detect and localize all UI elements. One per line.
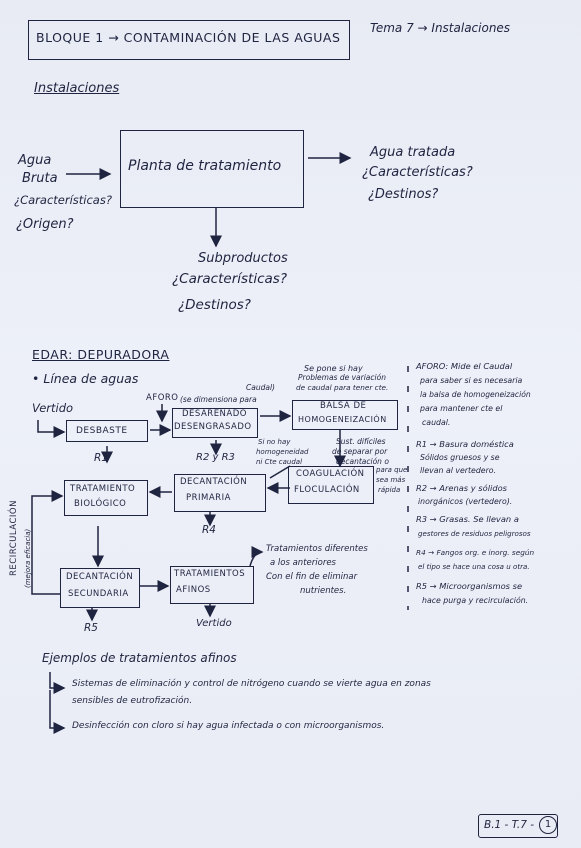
- r5-label: R5: [84, 622, 98, 634]
- decantacion-primaria-label-2: PRIMARIA: [186, 493, 231, 503]
- r4-label: R4: [202, 524, 216, 536]
- linea-aguas-label: • Línea de aguas: [32, 371, 139, 386]
- caracteristicas-sub: ¿Características?: [172, 271, 287, 287]
- note-line: R3 → Grasas. Se llevan a: [416, 514, 519, 524]
- tratamientos-afinos-box: [170, 566, 254, 604]
- tratamiento-biologico-label-2: BIOLÓGICO: [74, 499, 127, 509]
- note-line: R1 → Basura doméstica: [416, 439, 514, 449]
- mejora-eficacia-label: (mejora eficacia): [24, 528, 32, 588]
- trat-dif-1: Tratamientos diferentes: [266, 544, 368, 554]
- r2r3-label: R2 y R3: [196, 452, 235, 463]
- section-instalaciones-title: Instalaciones: [34, 81, 120, 96]
- tema-title: Tema 7 → Instalaciones: [370, 21, 511, 35]
- note-line: para mantener cte el: [420, 404, 503, 413]
- trat-dif-2: a los anteriores: [270, 558, 336, 568]
- decantacion-secundaria-label-1: DECANTACIÓN: [66, 572, 134, 582]
- sust-3: decantación o: [336, 457, 389, 466]
- caudal-label: Caudal): [246, 383, 275, 392]
- caracteristicas-right: ¿Características?: [362, 165, 473, 180]
- planta-box: [120, 130, 304, 208]
- si-no-3: ni Cte caudal: [256, 458, 303, 466]
- page-ref: B.1 - T.7 -: [484, 819, 534, 831]
- note-line: hace purga y recirculación.: [422, 596, 529, 605]
- desbaste-label: DESBASTE: [76, 426, 128, 436]
- origen-label: ¿Origen?: [16, 217, 74, 232]
- decantacion-primaria-label-1: DECANTACIÓN: [180, 477, 248, 487]
- si-no-1: Si no hay: [258, 438, 291, 446]
- example-1-line-1: Sistemas de eliminación y control de nit…: [72, 679, 431, 689]
- agua-bruta-label-1: Agua: [18, 153, 52, 168]
- si-no-2: homogeneidad: [256, 448, 309, 456]
- decantacion-secundaria-label-2: SECUNDARIA: [68, 589, 129, 599]
- header-title-box: [28, 20, 350, 60]
- caracteristicas-left: ¿Características?: [14, 193, 112, 207]
- agua-tratada-label: Agua tratada: [370, 145, 456, 160]
- example-2-line: Desinfección con cloro si hay agua infec…: [72, 721, 385, 731]
- trat-dif-3: Con el fin de eliminar: [266, 572, 358, 582]
- desbaste-box: [66, 420, 148, 442]
- bloque-title: BLOQUE 1 → CONTAMINACIÓN DE LAS AGUAS: [36, 30, 341, 45]
- examples-title: Ejemplos de tratamientos afinos: [42, 651, 237, 665]
- note-line: R2 → Arenas y sólidos: [416, 483, 507, 493]
- note-line: el tipo se hace una cosa u otra.: [418, 562, 530, 571]
- se-pone-2: Problemas de variación: [298, 373, 386, 382]
- example-1-line-2: sensibles de eutrofización.: [72, 696, 193, 706]
- tratamiento-biologico-label-1: TRATAMIENTO: [70, 484, 136, 494]
- coagulacion-label-2: FLOCULACIÓN: [294, 485, 360, 495]
- note-line: AFORO: Mide el Caudal: [416, 361, 513, 371]
- linea-aguas-text: Línea de aguas: [43, 371, 139, 386]
- agua-bruta-label-2: Bruta: [22, 171, 58, 186]
- note-line: llevan al vertedero.: [420, 466, 497, 475]
- recirculacion-label: RECIRCULACIÓN: [9, 500, 19, 576]
- para-que-2: sea más: [376, 476, 406, 484]
- sust-2: de separar por: [332, 447, 388, 456]
- tratamientos-afinos-label-1: TRATAMIENTOS: [174, 569, 246, 579]
- balsa-label-1: BALSA DE: [320, 401, 367, 411]
- balsa-label-2: HOMOGENEIZACIÓN: [298, 415, 387, 424]
- se-pone-1: Se pone si hay: [304, 364, 363, 373]
- para-que-3: rápida: [378, 486, 401, 494]
- r1-label: R1: [94, 452, 108, 464]
- planta-label: Planta de tratamiento: [128, 158, 282, 174]
- coagulacion-label-1: COAGULACIÓN: [296, 469, 365, 479]
- decantacion-secundaria-box: [60, 568, 140, 608]
- desarenado-box: [172, 408, 258, 438]
- balsa-box: [292, 400, 398, 430]
- para-que-1: para que: [376, 466, 408, 474]
- coagulacion-box: [288, 466, 374, 504]
- trat-dif-4: nutrientes.: [300, 586, 347, 596]
- subproductos-label: Subproductos: [198, 251, 288, 266]
- section-edar-title: EDAR: DEPURADORA: [32, 347, 170, 362]
- vertido-out-label: Vertido: [196, 618, 232, 629]
- note-line: para saber si es necesaria: [420, 376, 523, 385]
- decantacion-primaria-box: [174, 474, 266, 512]
- desarenado-label-2: DESENGRASADO: [174, 422, 252, 432]
- note-line: R4 → Fangos org. e inorg. según: [416, 548, 535, 557]
- note-line: R5 → Microorganismos se: [416, 581, 523, 591]
- aforo-label: AFORO: [146, 393, 179, 403]
- sust-1: Sust. difíciles: [336, 437, 386, 446]
- page-number-badge: 1: [539, 816, 557, 834]
- desarenado-label-1: DESARENADO: [182, 409, 247, 419]
- page-ref-box: [478, 814, 558, 838]
- note-line: gestores de residuos peligrosos: [418, 529, 531, 538]
- vertido-in-label: Vertido: [32, 401, 74, 415]
- note-line: caudal.: [422, 418, 451, 427]
- note-line: la balsa de homogeneización: [420, 390, 531, 399]
- destinos-right: ¿Destinos?: [368, 187, 439, 202]
- tratamiento-biologico-box: [64, 480, 148, 516]
- destinos-sub: ¿Destinos?: [178, 297, 251, 313]
- note-line: Sólidos gruesos y se: [420, 453, 500, 462]
- se-dimensiona-label: (se dimensiona para: [180, 395, 257, 404]
- se-pone-3: de caudal para tener cte.: [296, 383, 389, 392]
- note-line: inorgánicos (vertedero).: [418, 497, 513, 506]
- tratamientos-afinos-label-2: AFINOS: [176, 585, 211, 595]
